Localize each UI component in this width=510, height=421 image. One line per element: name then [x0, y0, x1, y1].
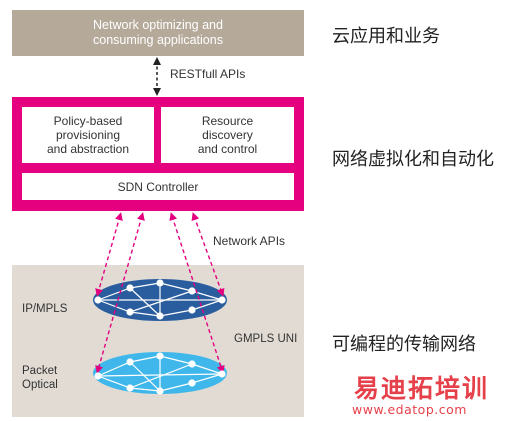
node — [218, 296, 226, 304]
cloud-apps-label: 云应用和业务 — [332, 26, 440, 47]
node — [188, 287, 196, 295]
node — [126, 308, 134, 316]
network-api-arrow — [191, 212, 225, 297]
node — [94, 372, 102, 380]
packet-optical-line-2: Optical — [22, 379, 58, 391]
sdn-controller-box: SDN Controller — [22, 173, 294, 200]
network-apis-label: Network APIs — [213, 234, 286, 248]
node — [188, 360, 196, 368]
policy-line-3: and abstraction — [46, 142, 130, 156]
network-nodes — [94, 279, 226, 395]
watermark-name: 易迪拓培训 — [354, 374, 490, 403]
node — [188, 379, 196, 387]
applications-box: Network optimizing and consuming applica… — [12, 10, 304, 56]
programmable-network-label: 可编程的传输网络 — [332, 334, 476, 355]
node — [156, 352, 164, 360]
node — [218, 370, 226, 378]
packet-optical-line-1: Packet — [22, 365, 58, 377]
policy-box: Policy-based provisioning and abstractio… — [22, 107, 154, 163]
network-api-arrow — [95, 212, 123, 297]
applications-line-2: consuming applications — [93, 33, 223, 47]
node — [126, 384, 134, 392]
resource-line-2: discovery — [202, 128, 253, 142]
sdn-frame: Policy-based provisioning and abstractio… — [12, 97, 304, 211]
virtualization-label: 网络虚拟化和自动化 — [332, 149, 494, 170]
node — [156, 279, 164, 287]
node — [156, 387, 164, 395]
packet-optical-label: Packet Optical — [22, 364, 58, 392]
node — [156, 312, 164, 320]
restful-apis-label: RESTfull APIs — [170, 67, 246, 81]
applications-line-1: Network optimizing and — [93, 18, 223, 32]
resource-line-1: Resource — [201, 114, 254, 128]
resource-line-3: and control — [197, 142, 258, 156]
watermark-url: www.edatop.com — [352, 402, 467, 417]
resource-box: Resource discovery and control — [161, 107, 294, 163]
policy-line-1: Policy-based — [53, 114, 123, 128]
node — [188, 306, 196, 314]
node — [126, 284, 134, 292]
network-api-arrow — [95, 212, 145, 374]
policy-line-2: provisioning — [55, 128, 121, 142]
ip-mpls-label: IP/MPLS — [22, 303, 68, 315]
sdn-controller-label: SDN Controller — [117, 179, 199, 194]
node — [126, 358, 134, 366]
gmpls-uni-label: GMPLS UNI — [234, 333, 298, 345]
network-api-arrows — [95, 212, 225, 374]
node — [94, 296, 102, 304]
